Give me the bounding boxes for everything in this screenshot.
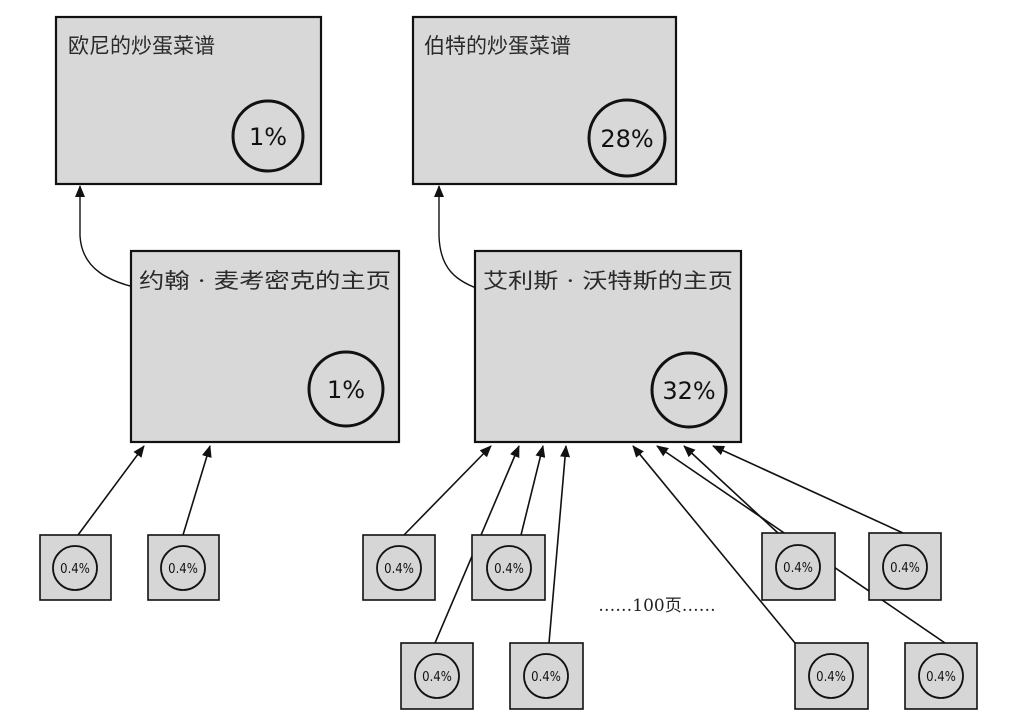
links-to-john (77, 445, 212, 536)
small-page: 0.4% (868, 532, 942, 601)
page-ernie-recipe: 欧尼的炒蛋菜谱 1% (54, 15, 323, 186)
page-alice-rank: 32% (662, 377, 715, 405)
small-page: 0.4% (39, 534, 112, 601)
link-small-2-to-john (182, 445, 212, 536)
small-page-rank: 0.4% (926, 670, 956, 685)
small-page: 0.4% (761, 532, 836, 601)
page-ernie-title: 欧尼的炒蛋菜谱 (68, 34, 215, 58)
small-page-rank: 0.4% (890, 561, 920, 576)
page-ernie-rank-ring (231, 99, 305, 173)
small-page-rank-ring (486, 545, 532, 591)
page-john-home: 约翰 · 麦考密克的主页 1% (129, 249, 401, 444)
small-page-rank-ring (882, 544, 928, 590)
small-page-rank: 0.4% (384, 562, 414, 577)
link-small-4-to-alice (520, 445, 546, 536)
link-small-6-to-alice (712, 445, 904, 534)
page-bert-rank: 28% (600, 125, 653, 153)
link-small-3-to-alice (403, 445, 492, 536)
small-page-rank-ring (775, 544, 821, 590)
small-page-rank: 0.4% (168, 562, 198, 577)
page-ernie-rank: 1% (249, 123, 287, 151)
small-page: 0.4% (147, 534, 220, 601)
small-page-rank-ring (376, 545, 422, 591)
link-small-8-to-alice (548, 445, 571, 644)
page-john-title: 约翰 · 麦考密克的主页 (139, 269, 391, 293)
small-page-rank: 0.4% (422, 670, 452, 685)
small-page-rank-ring (523, 653, 569, 699)
small-page: 0.4% (509, 642, 584, 710)
small-page: 0.4% (362, 534, 436, 601)
small-page-rank: 0.4% (531, 670, 561, 685)
small-page: 0.4% (794, 642, 869, 710)
small-page-rank: 0.4% (783, 561, 813, 576)
small-page-rank: 0.4% (494, 562, 524, 577)
small-page-rank-ring (160, 545, 206, 591)
small-page: 0.4% (471, 534, 546, 601)
page-alice-title: 艾利斯 · 沃特斯的主页 (483, 269, 733, 293)
page-alice-box (473, 249, 743, 444)
hundred-pages-label: ……100页…… (598, 596, 715, 616)
small-page-rank-ring (808, 653, 854, 699)
small-page-rank-ring (414, 653, 460, 699)
page-ernie-box (54, 15, 323, 186)
page-alice-home: 艾利斯 · 沃特斯的主页 32% (473, 249, 743, 444)
small-page: 0.4% (904, 642, 978, 710)
page-alice-rank-ring (650, 351, 728, 429)
small-page-rank: 0.4% (60, 562, 90, 577)
small-page-rank: 0.4% (816, 670, 846, 685)
page-bert-rank-ring (587, 98, 667, 178)
page-john-box (129, 249, 401, 444)
small-page: 0.4% (400, 642, 474, 710)
page-bert-recipe: 伯特的炒蛋菜谱 28% (411, 15, 678, 186)
link-small-9-to-alice (632, 445, 796, 644)
page-bert-title: 伯特的炒蛋菜谱 (424, 34, 571, 58)
page-john-rank-ring (307, 350, 385, 428)
page-john-rank: 1% (327, 376, 365, 404)
small-page-rank-ring (52, 545, 98, 591)
link-small-1-to-john (77, 445, 145, 536)
small-page-rank-ring (918, 653, 964, 699)
